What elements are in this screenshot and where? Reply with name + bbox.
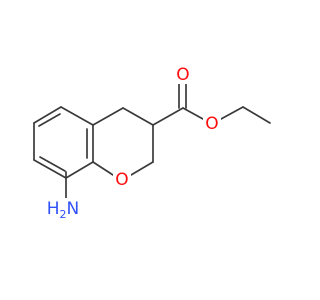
- bond-c7-c8: [33, 159, 67, 179]
- ethyl-8-aminochromane-3-carboxylate-structure: O O O H2N: [33, 65, 271, 221]
- amino-n-glyph: N: [67, 199, 80, 219]
- bond-c5-c6: [33, 106, 62, 124]
- carbonyl-oxygen-label: O: [176, 65, 189, 85]
- bond-c2-o1: [130, 161, 154, 176]
- bond-c8-c8a: [65, 161, 94, 179]
- bond-ch2-ch3: [242, 106, 271, 124]
- bond-c4-c3: [122, 107, 154, 126]
- bond-c3-carbonyl: [152, 107, 184, 126]
- amino-subscript-2: 2: [60, 208, 67, 221]
- bond-oester-ch2: [220, 106, 244, 120]
- amino-group-label: H2N: [47, 199, 80, 221]
- bond-c7-c8-inner: [39, 156, 66, 172]
- bond-o1-c8a: [92, 161, 114, 176]
- ring-oxygen-atom: O: [113, 170, 131, 190]
- carbonyl-oxygen-atom: O: [175, 65, 192, 85]
- bond-c4a-c4: [92, 107, 124, 126]
- amino-group-atom: H2N: [47, 198, 82, 221]
- ester-oxygen-atom: O: [203, 114, 221, 134]
- ring-oxygen-label: O: [115, 170, 128, 190]
- amino-h-glyph: H: [47, 199, 60, 219]
- bond-carbonyl-oester: [182, 107, 204, 120]
- ester-oxygen-label: O: [205, 114, 218, 134]
- bond-c5-c6-inner: [38, 113, 61, 127]
- bond-c4a-c5: [60, 106, 94, 126]
